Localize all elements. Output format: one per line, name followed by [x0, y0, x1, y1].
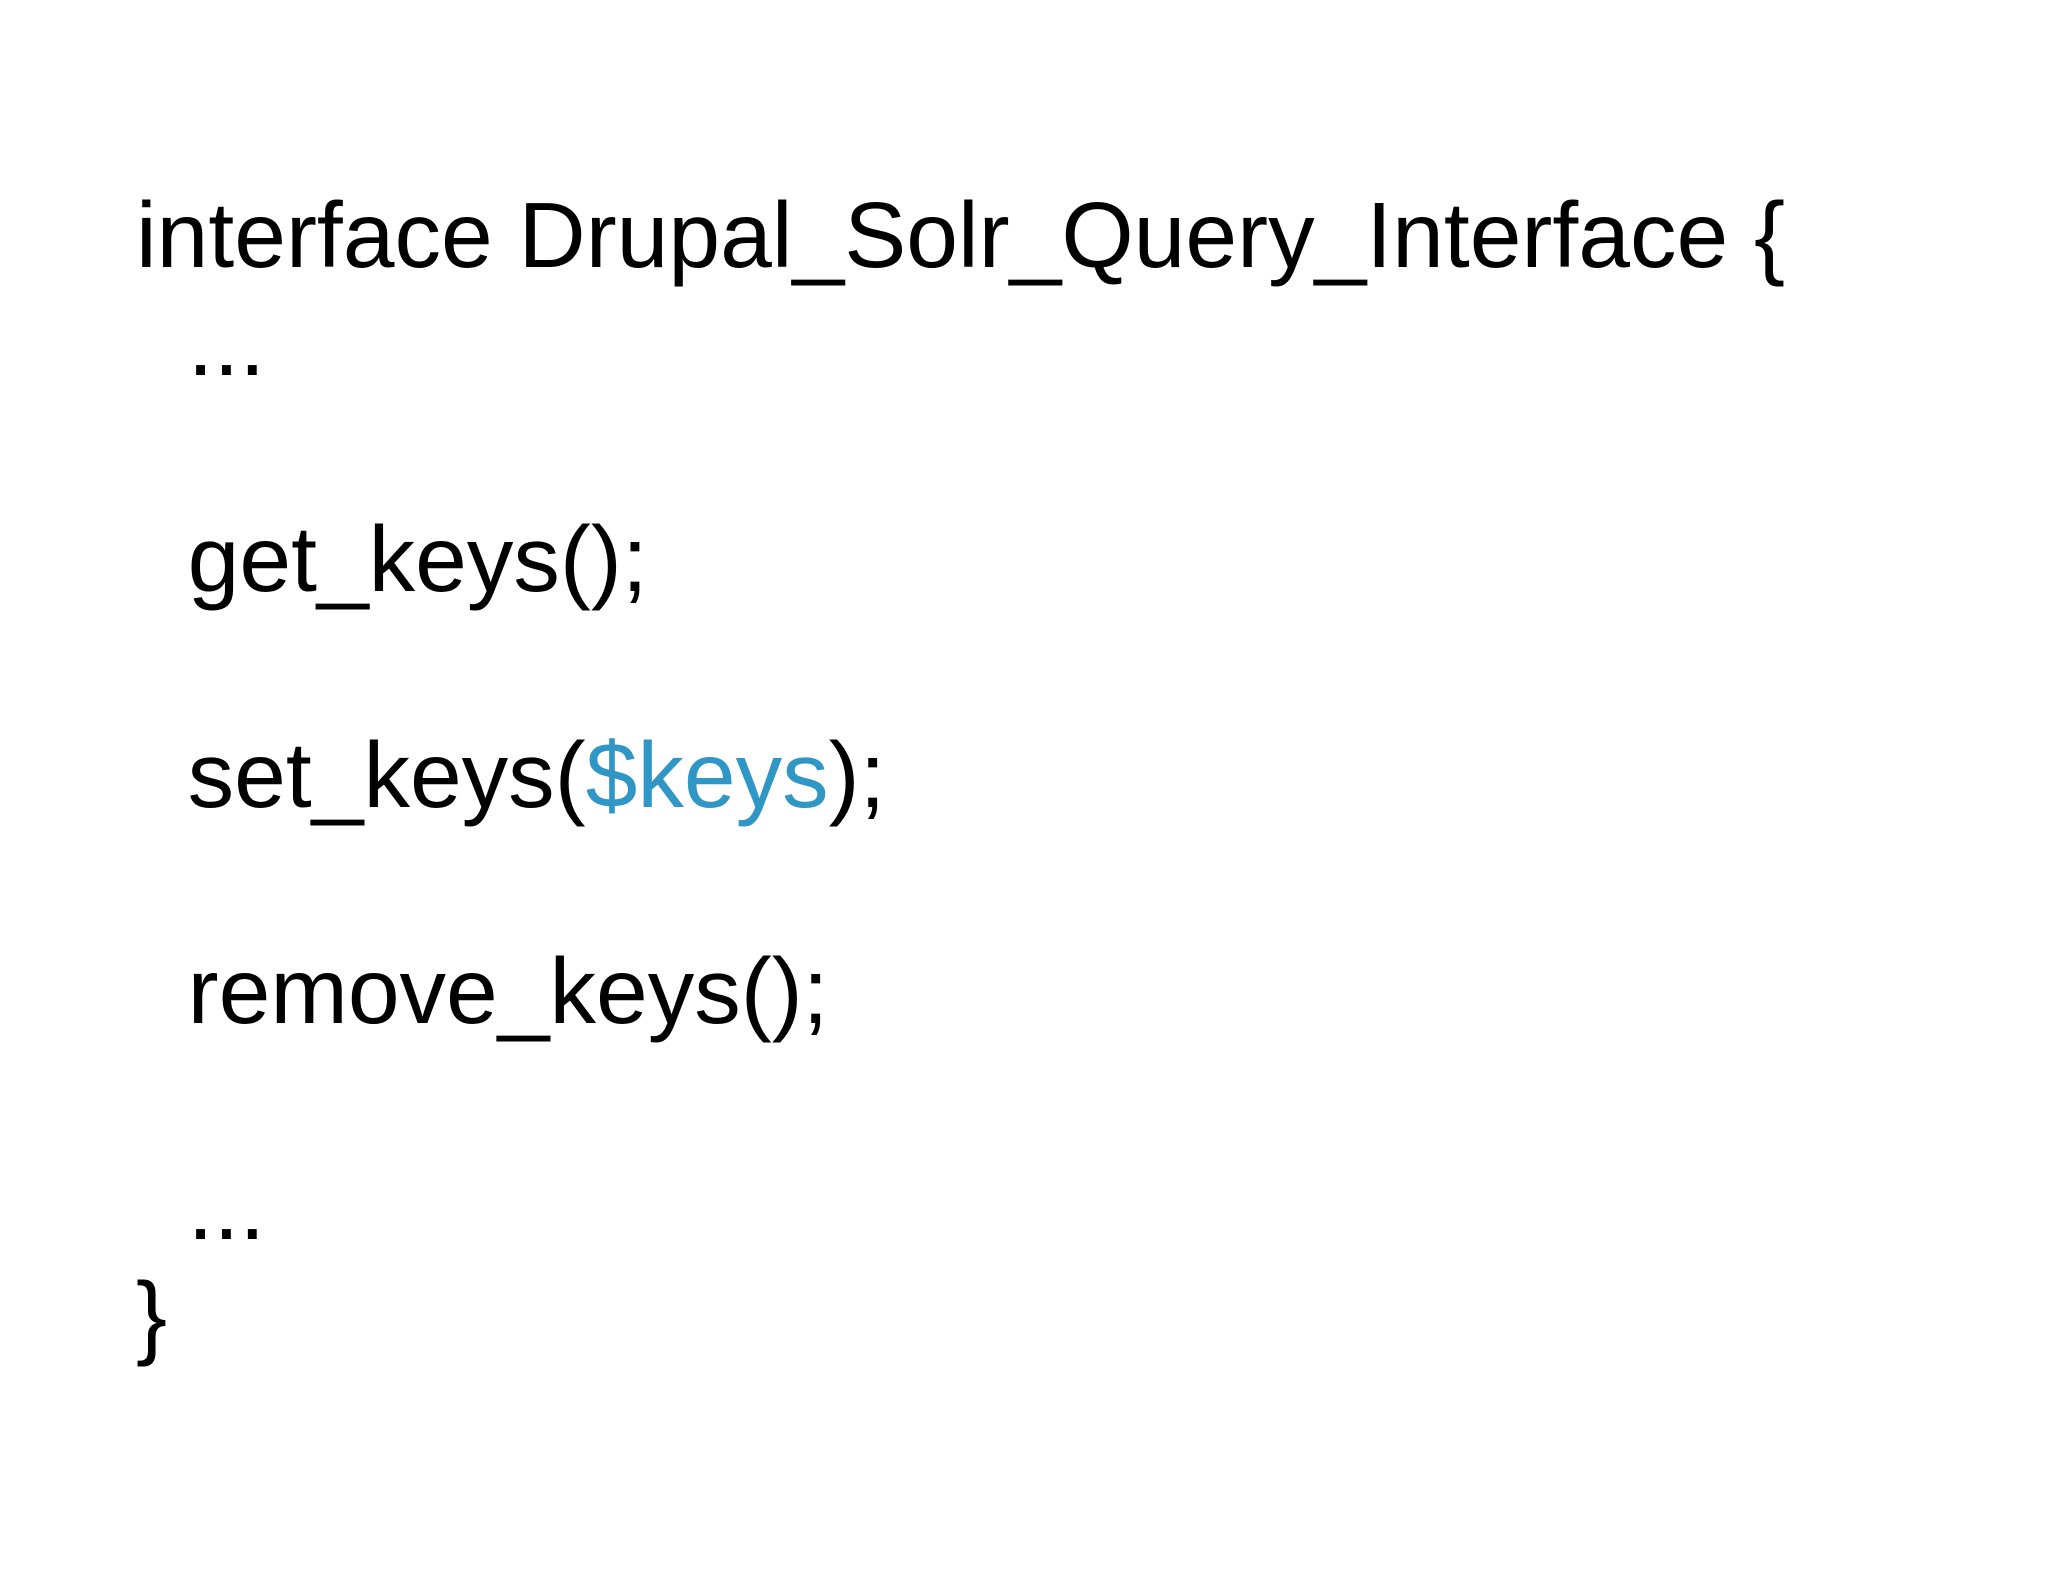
code-line-closing-brace: }	[136, 1261, 1785, 1369]
code-text: remove_keys();	[136, 939, 829, 1043]
code-text: );	[828, 723, 886, 827]
variable-token-keys: $keys	[585, 723, 829, 827]
code-line-ellipsis-top: ...	[136, 289, 1785, 397]
code-text: }	[136, 1263, 168, 1367]
code-line-method-set-keys: set_keys($keys);	[136, 721, 1785, 829]
code-line-blank-3	[136, 829, 1785, 937]
code-line-interface-declaration: interface Drupal_Solr_Query_Interface {	[136, 181, 1785, 289]
code-text: ...	[136, 1155, 266, 1259]
code-line-ellipsis-bottom: ...	[136, 1153, 1785, 1261]
code-text: ...	[136, 291, 266, 395]
code-text: get_keys();	[136, 507, 648, 611]
code-line-blank-1	[136, 397, 1785, 505]
code-line-method-remove-keys: remove_keys();	[136, 937, 1785, 1045]
code-line-blank-2	[136, 613, 1785, 721]
code-text: interface Drupal_Solr_Query_Interface {	[136, 183, 1786, 287]
code-block: interface Drupal_Solr_Query_Interface { …	[136, 181, 1785, 1369]
code-line-method-get-keys: get_keys();	[136, 505, 1785, 613]
code-line-blank-4	[136, 1045, 1785, 1153]
code-text: set_keys(	[136, 723, 586, 827]
